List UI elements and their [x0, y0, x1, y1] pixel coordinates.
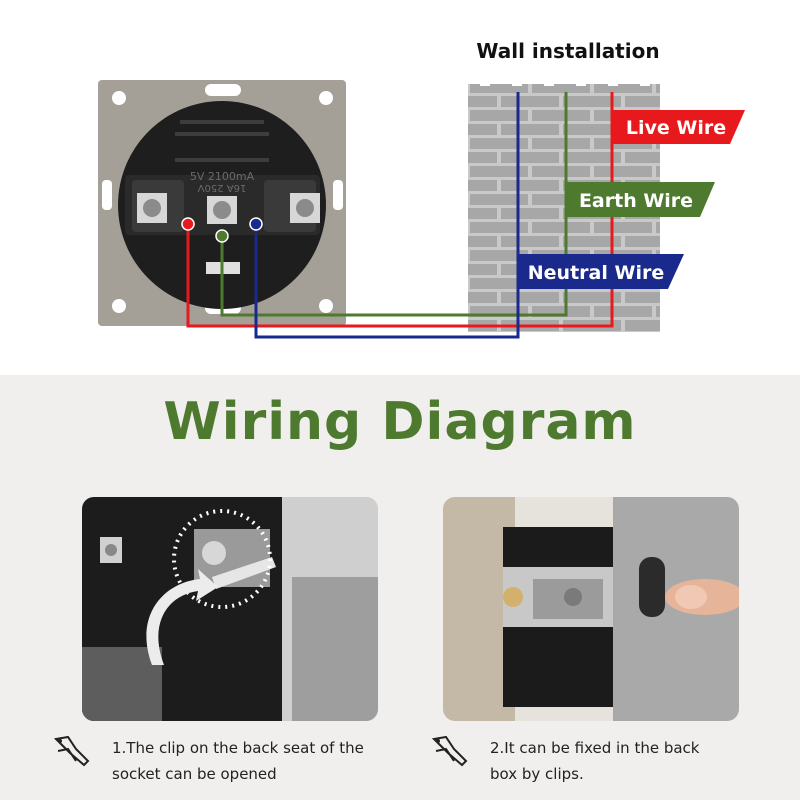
live-wire-label: Live Wire	[612, 110, 745, 144]
earth-wire-label-text: Earth Wire	[579, 190, 693, 212]
socket-rating-line2: 16A 250V	[198, 182, 247, 193]
wiring-diagram-title: Wiring Diagram	[163, 392, 637, 452]
live-wire-label-text: Live Wire	[626, 117, 726, 139]
clip-icon	[430, 733, 468, 771]
neutral-terminal-dot	[249, 217, 263, 231]
step-1-text: 1.The clip on the back seat of the socke…	[112, 739, 364, 783]
earth-terminal-dot	[215, 229, 229, 243]
clip-icon	[52, 733, 90, 771]
step-2: 2.It can be fixed in the back box by cli…	[430, 733, 730, 787]
clip-fixed-photo	[443, 497, 739, 721]
wall-installation-title: Wall installation	[476, 39, 659, 63]
neutral-wire-label-text: Neutral Wire	[528, 262, 664, 284]
wiring-diagram: Wall installation 5V 2100mA	[98, 39, 745, 339]
step-2-text: 2.It can be fixed in the back box by cli…	[490, 739, 700, 783]
live-terminal-dot	[181, 217, 195, 231]
step-1: 1.The clip on the back seat of the socke…	[52, 733, 372, 787]
socket-rating-line1: 5V 2100mA	[190, 170, 255, 183]
earth-wire-label: Earth Wire	[566, 182, 715, 217]
wire-neutral	[254, 92, 520, 339]
neutral-wire-label: Neutral Wire	[518, 254, 684, 289]
socket-module: 5V 2100mA 16A 250V	[98, 80, 346, 326]
clip-open-photo	[82, 497, 378, 721]
